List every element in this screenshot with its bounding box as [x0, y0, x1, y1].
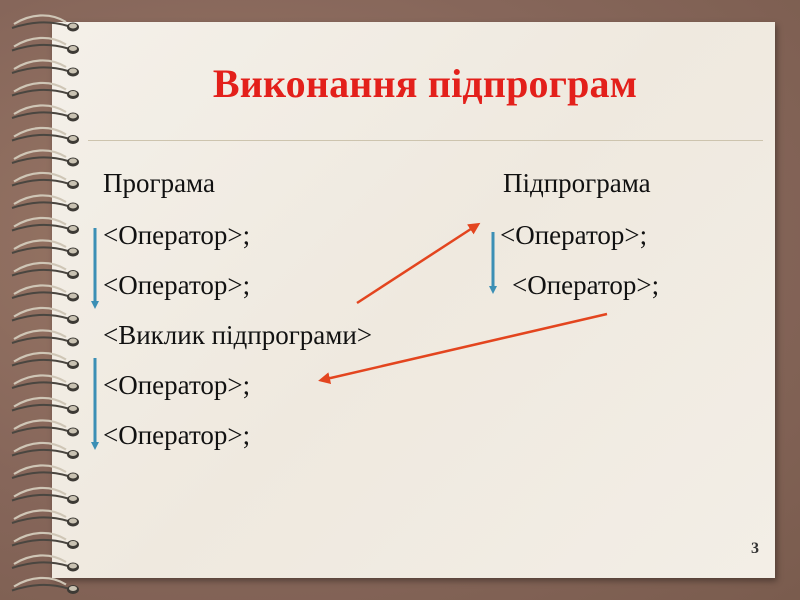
spiral-coil — [11, 554, 79, 572]
spiral-coil — [11, 36, 79, 54]
spiral-coil — [11, 486, 79, 504]
spiral-coil — [11, 171, 79, 189]
spiral-coil — [11, 194, 79, 212]
spiral-coil — [11, 531, 79, 549]
spiral-coil — [11, 284, 79, 302]
program-line-1: <Оператор>; — [103, 220, 251, 250]
subprogram-heading: Підпрограма — [503, 168, 651, 198]
program-call-line: <Виклик підпрограми> — [103, 320, 373, 350]
slide-title: Виконання підпрограм — [212, 61, 638, 106]
spiral-coil — [11, 374, 79, 392]
spiral-coil — [11, 329, 79, 347]
subprogram-line-1: <Оператор>; — [500, 220, 648, 250]
spiral-coil — [11, 104, 79, 122]
program-heading: Програма — [103, 168, 215, 198]
spiral-coil — [11, 14, 79, 32]
spiral-coil — [11, 306, 79, 324]
spiral-coil — [11, 216, 79, 234]
spiral-binding — [11, 14, 79, 594]
spiral-coil — [11, 59, 79, 77]
spiral-coil — [11, 576, 79, 594]
spiral-coil — [11, 419, 79, 437]
spiral-coil — [11, 509, 79, 527]
spiral-coil — [11, 81, 79, 99]
spiral-coil — [11, 464, 79, 482]
program-line-2: <Оператор>; — [103, 270, 251, 300]
spiral-coil — [11, 441, 79, 459]
page-number: 3 — [751, 540, 759, 557]
program-line-5: <Оператор>; — [103, 420, 251, 450]
program-line-4: <Оператор>; — [103, 370, 251, 400]
spiral-coil — [11, 396, 79, 414]
spiral-coil — [11, 261, 79, 279]
spiral-coil — [11, 351, 79, 369]
title-divider — [88, 140, 763, 141]
spiral-coil — [11, 126, 79, 144]
subprogram-line-2: <Оператор>; — [512, 270, 660, 300]
spiral-coil — [11, 239, 79, 257]
spiral-coil — [11, 149, 79, 167]
